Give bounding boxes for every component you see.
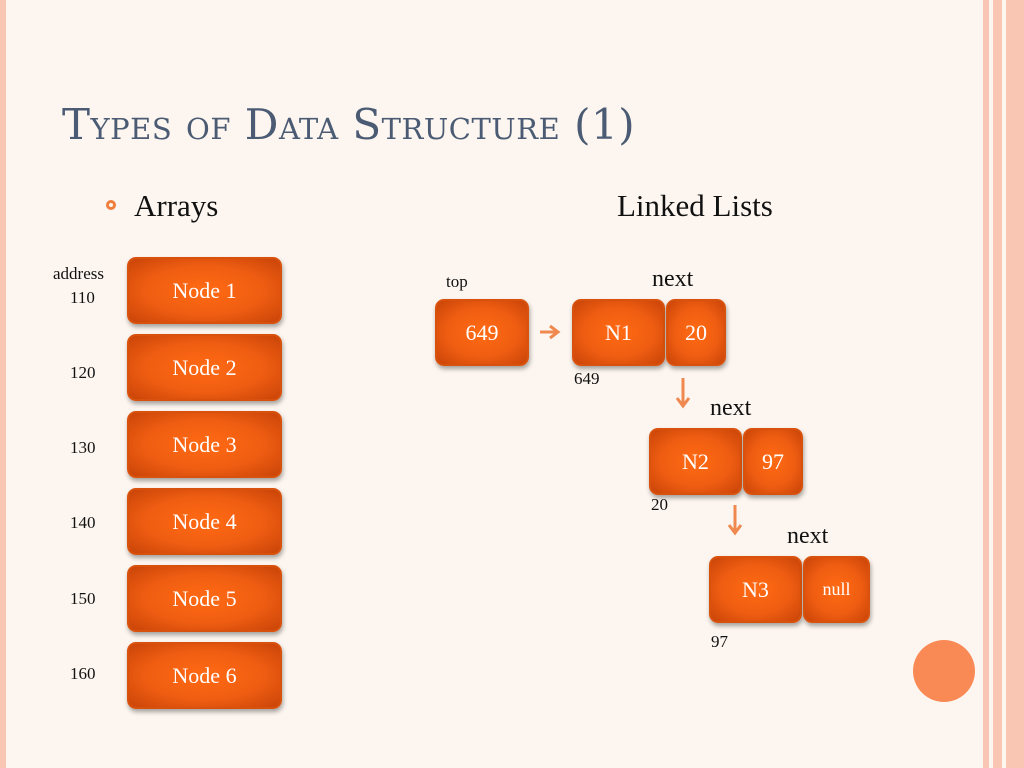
decorative-circle <box>913 640 975 702</box>
right-frame-stripes <box>978 0 1024 768</box>
list-node-n2-data: N2 <box>649 428 742 495</box>
list-node-n3-next: null <box>803 556 870 623</box>
next-label-3: next <box>787 523 829 549</box>
array-address-5: 150 <box>70 589 96 608</box>
list-address-1: 649 <box>574 369 600 388</box>
list-address-3: 97 <box>711 632 728 651</box>
array-node-6: Node 6 <box>127 642 282 709</box>
list-node-n1-data: N1 <box>572 299 665 366</box>
arrow-down-icon <box>675 378 691 409</box>
next-label-2: next <box>710 395 752 421</box>
array-address-3: 130 <box>70 438 96 457</box>
list-node-n3-data: N3 <box>709 556 802 623</box>
array-node-2: Node 2 <box>127 334 282 401</box>
arrays-heading: Arrays <box>134 188 219 223</box>
next-label-1: next <box>652 266 694 292</box>
top-label: top <box>446 272 468 291</box>
list-node-n2-next: 97 <box>743 428 803 495</box>
list-address-2: 20 <box>651 495 668 514</box>
arrow-down-icon <box>727 505 743 536</box>
array-node-3: Node 3 <box>127 411 282 478</box>
array-node-1: Node 1 <box>127 257 282 324</box>
array-address-4: 140 <box>70 513 96 532</box>
arrow-right-icon <box>540 324 561 340</box>
array-address-1: 110 <box>70 288 95 307</box>
array-address-6: 160 <box>70 664 96 683</box>
address-label: address <box>53 264 104 283</box>
top-pointer-node: 649 <box>435 299 529 366</box>
array-address-2: 120 <box>70 363 96 382</box>
left-frame-border <box>0 0 6 768</box>
list-node-n1-next: 20 <box>666 299 726 366</box>
bullet-icon <box>106 200 116 210</box>
array-node-5: Node 5 <box>127 565 282 632</box>
slide-title: Types of Data Structure (1) <box>62 100 636 149</box>
array-node-4: Node 4 <box>127 488 282 555</box>
linked-lists-heading: Linked Lists <box>617 188 773 223</box>
